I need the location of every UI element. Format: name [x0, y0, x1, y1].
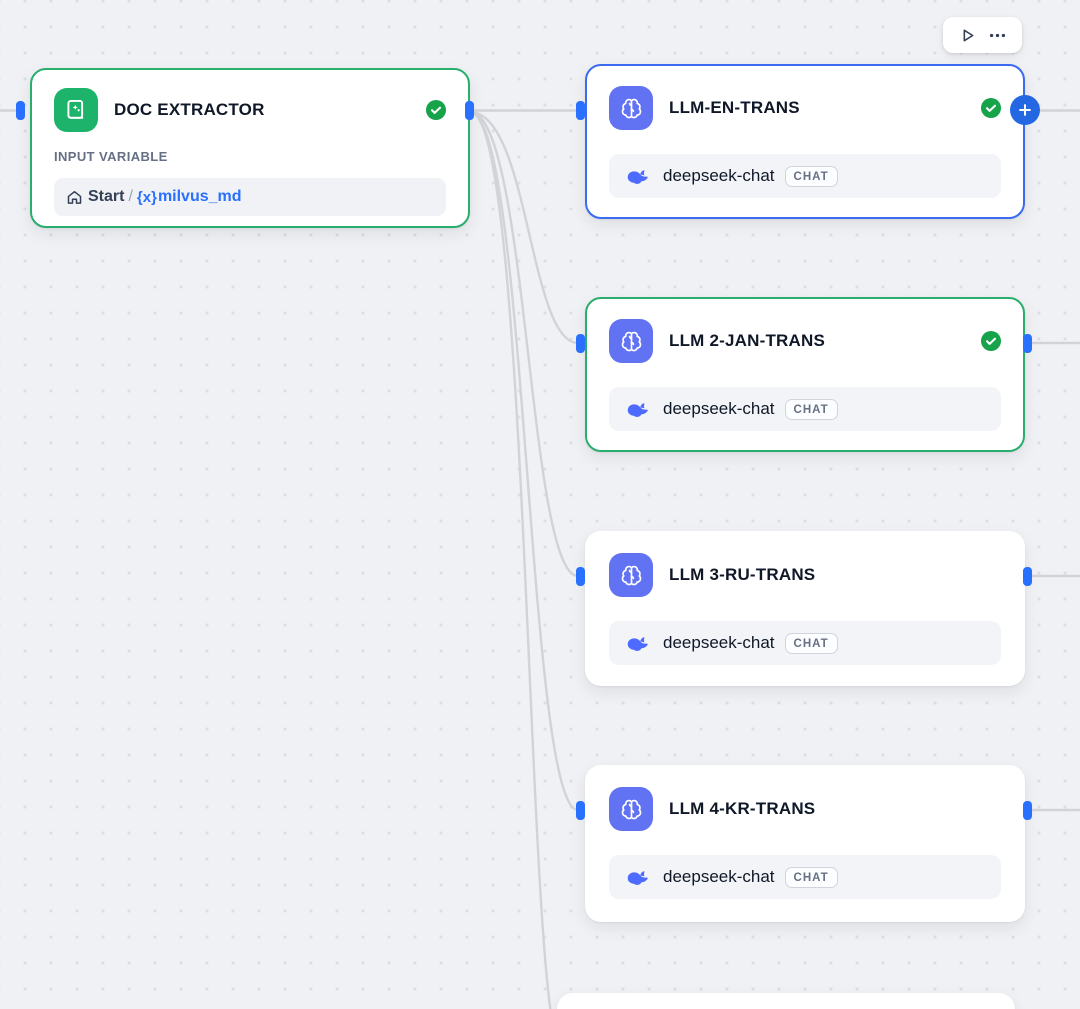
deepseek-logo-icon: [627, 169, 648, 184]
handle-llm2-target[interactable]: [576, 334, 585, 353]
variable-name: milvus_md: [157, 188, 242, 205]
node-title: LLM 2-JAN-TRANS: [669, 331, 825, 350]
model-selector[interactable]: deepseek-chat CHAT: [609, 855, 1001, 899]
more-options-button[interactable]: [988, 26, 1007, 45]
play-icon: [963, 29, 974, 41]
model-name: deepseek-chat: [663, 166, 775, 185]
node-llm-3-ru-trans[interactable]: LLM 3-RU-TRANS deepseek-chat CHAT: [585, 531, 1025, 686]
edge-doc-to-llm4: [469, 110, 579, 812]
model-selector[interactable]: deepseek-chat CHAT: [609, 621, 1001, 665]
model-type-badge: CHAT: [784, 398, 838, 420]
llm-brain-icon: [609, 787, 653, 831]
node-header: DOC EXTRACTOR: [54, 88, 446, 132]
node-header: LLM 4-KR-TRANS: [609, 787, 1001, 831]
node-llm-en-trans[interactable]: LLM-EN-TRANS deepseek-chat CHAT: [585, 64, 1025, 219]
node-title: LLM 3-RU-TRANS: [669, 565, 816, 584]
success-check-icon: [426, 100, 446, 120]
success-check-icon: [981, 98, 1001, 118]
model-name: deepseek-chat: [663, 633, 775, 652]
handle-llm3-source[interactable]: [1023, 567, 1032, 586]
variable-type-icon: {x}: [136, 188, 157, 206]
handle-llm1-target[interactable]: [576, 101, 585, 120]
handle-doc-source[interactable]: [465, 101, 474, 120]
run-button[interactable]: [958, 26, 977, 45]
variable-separator: /: [128, 188, 133, 205]
deepseek-logo-icon: [627, 636, 648, 651]
handle-llm2-source[interactable]: [1023, 334, 1032, 353]
model-selector[interactable]: deepseek-chat CHAT: [609, 154, 1001, 198]
success-check-icon: [981, 331, 1001, 351]
node-header: LLM 2-JAN-TRANS: [609, 319, 1001, 363]
model-name: deepseek-chat: [663, 867, 775, 886]
handle-llm4-source[interactable]: [1023, 801, 1032, 820]
plus-icon: [1019, 104, 1031, 116]
node-toolbar: [943, 17, 1022, 53]
node-title: LLM-EN-TRANS: [669, 98, 800, 117]
model-selector[interactable]: deepseek-chat CHAT: [609, 387, 1001, 431]
deepseek-logo-icon: [627, 870, 648, 885]
edge-doc-to-llm5: [469, 110, 552, 1009]
edge-doc-to-llm2: [469, 110, 579, 345]
home-icon: [67, 190, 82, 204]
node-llm-2-jan-trans[interactable]: LLM 2-JAN-TRANS deepseek-chat CHAT: [585, 297, 1025, 452]
doc-extractor-icon: [54, 88, 98, 132]
model-type-badge: CHAT: [784, 165, 838, 187]
variable-chip[interactable]: Start / {x} milvus_md: [54, 178, 446, 216]
deepseek-logo-icon: [627, 402, 648, 417]
node-title: DOC EXTRACTOR: [114, 100, 265, 119]
model-name: deepseek-chat: [663, 399, 775, 418]
node-header: LLM 3-RU-TRANS: [609, 553, 1001, 597]
input-variable-label: INPUT VARIABLE: [54, 149, 168, 164]
handle-doc-target[interactable]: [16, 101, 25, 120]
handle-llm3-target[interactable]: [576, 567, 585, 586]
model-type-badge: CHAT: [784, 866, 838, 888]
handle-llm4-target[interactable]: [576, 801, 585, 820]
node-partial-bottom[interactable]: [557, 993, 1015, 1009]
model-type-badge: CHAT: [784, 632, 838, 654]
node-title: LLM 4-KR-TRANS: [669, 799, 816, 818]
node-doc-extractor[interactable]: DOC EXTRACTOR INPUT VARIABLE Start / {x}…: [30, 68, 470, 228]
variable-source: Start: [88, 188, 125, 205]
add-node-button[interactable]: [1010, 95, 1040, 125]
llm-brain-icon: [609, 553, 653, 597]
edge-doc-to-llm3: [469, 110, 579, 578]
llm-brain-icon: [609, 86, 653, 130]
node-header: LLM-EN-TRANS: [609, 86, 1001, 130]
node-llm-4-kr-trans[interactable]: LLM 4-KR-TRANS deepseek-chat CHAT: [585, 765, 1025, 922]
llm-brain-icon: [609, 319, 653, 363]
ellipsis-icon: [989, 33, 1006, 37]
